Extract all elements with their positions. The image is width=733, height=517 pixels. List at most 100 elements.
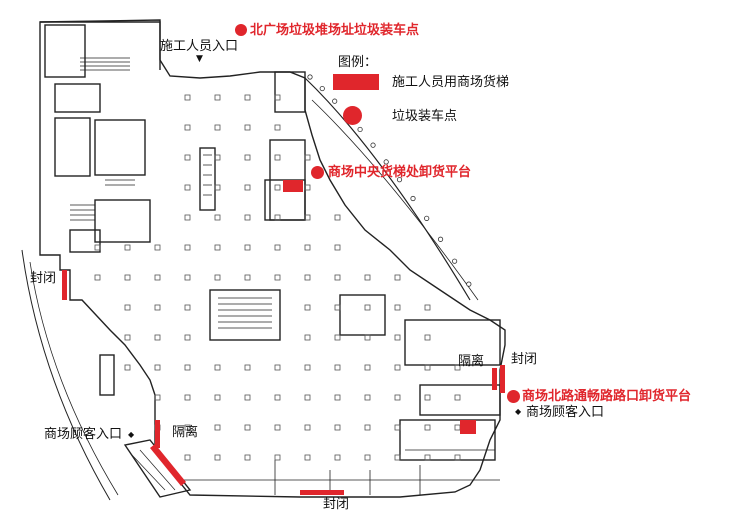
column-marker xyxy=(214,184,221,191)
column-marker xyxy=(304,184,311,191)
legend-garbage-dot xyxy=(343,106,362,125)
column-marker xyxy=(364,424,371,431)
column-marker xyxy=(334,334,341,341)
column-marker xyxy=(304,244,311,251)
column-marker xyxy=(124,274,131,281)
seal-bottom-bar xyxy=(300,490,344,495)
upper-left-block xyxy=(39,19,506,498)
column-marker xyxy=(124,244,131,251)
column-marker xyxy=(214,424,221,431)
seal-right-label: 封闭 xyxy=(511,352,538,367)
facade-post xyxy=(437,236,444,242)
column-marker xyxy=(244,124,251,131)
column-marker xyxy=(244,454,251,461)
seal-bottom-label: 封闭 xyxy=(323,497,350,512)
facade-post xyxy=(466,281,472,287)
facade-post xyxy=(307,74,313,80)
legend-elevator-label: 施工人员用商场货梯 xyxy=(392,75,510,90)
column-marker xyxy=(154,364,161,371)
column-marker xyxy=(184,334,191,341)
facade-post xyxy=(410,195,416,202)
column-marker xyxy=(124,334,131,341)
facade-post xyxy=(357,126,363,133)
column-marker xyxy=(304,454,311,461)
column-marker xyxy=(154,244,161,251)
facade-post xyxy=(452,258,458,264)
central-dock-label: 商场中央货梯处卸货平台 xyxy=(328,165,472,180)
room-f xyxy=(69,229,101,253)
column-marker xyxy=(334,394,341,401)
column-marker xyxy=(154,394,161,401)
column-marker xyxy=(184,214,191,221)
isolate-left-label: 隔离 xyxy=(172,425,199,440)
column-marker xyxy=(214,244,221,251)
column-marker xyxy=(424,334,431,341)
column-marker xyxy=(364,334,371,341)
room-d xyxy=(94,119,146,176)
column-marker xyxy=(304,154,311,161)
column-marker xyxy=(304,394,311,401)
room-right-1 xyxy=(339,294,386,336)
west-arc-outer xyxy=(21,249,111,501)
customer-entrance-left-arrow-icon: ◆ xyxy=(128,430,135,439)
column-marker xyxy=(154,334,161,341)
legend-title: 图例： xyxy=(338,55,378,70)
central-escalator xyxy=(209,289,281,341)
central-dock-dot xyxy=(311,166,324,179)
facade-post xyxy=(424,215,430,221)
column-marker xyxy=(244,244,251,251)
column-marker xyxy=(364,394,371,401)
facade-post xyxy=(319,85,325,92)
legend-garbage-label: 垃圾装车点 xyxy=(392,109,458,124)
column-marker xyxy=(394,394,401,401)
column-marker xyxy=(424,364,431,371)
column-marker xyxy=(454,364,461,371)
column-marker xyxy=(364,454,371,461)
sw-stair-block xyxy=(123,439,192,498)
column-marker xyxy=(244,214,251,221)
column-marker xyxy=(154,274,161,281)
column-marker xyxy=(184,424,191,431)
column-marker xyxy=(214,154,221,161)
column-marker xyxy=(334,454,341,461)
column-marker xyxy=(214,274,221,281)
column-marker xyxy=(334,364,341,371)
column-marker xyxy=(274,214,281,221)
column-marker xyxy=(244,154,251,161)
column-marker xyxy=(244,364,251,371)
column-marker xyxy=(394,454,401,461)
column-marker xyxy=(274,454,281,461)
west-arc-inner xyxy=(29,261,119,496)
column-marker xyxy=(424,394,431,401)
worker-entrance-arrow-icon: ▼ xyxy=(196,54,203,64)
column-marker xyxy=(274,394,281,401)
column-marker xyxy=(274,94,281,101)
column-marker xyxy=(334,214,341,221)
left-wing-block xyxy=(40,21,161,70)
column-marker xyxy=(304,424,311,431)
column-marker xyxy=(394,304,401,311)
column-marker xyxy=(304,304,311,311)
column-marker xyxy=(394,334,401,341)
column-marker xyxy=(424,454,431,461)
column-marker xyxy=(244,424,251,431)
room-c xyxy=(54,117,91,177)
north-garbage-label: 北广场垃圾堆场址垃圾装车点 xyxy=(250,23,420,38)
column-marker xyxy=(184,94,191,101)
column-marker xyxy=(244,94,251,101)
column-marker xyxy=(184,364,191,371)
column-marker xyxy=(244,394,251,401)
column-marker xyxy=(364,304,371,311)
column-marker xyxy=(214,454,221,461)
isolate-diagonal-bar xyxy=(150,444,186,486)
column-marker xyxy=(394,364,401,371)
column-marker xyxy=(154,304,161,311)
north-escalator xyxy=(199,147,216,211)
isolate-left-bar xyxy=(155,420,160,448)
customer-entrance-right-label: 商场顾客入口 xyxy=(526,405,605,420)
elevator-central xyxy=(283,180,303,192)
column-marker xyxy=(214,124,221,131)
room-right-3 xyxy=(419,384,501,416)
column-marker xyxy=(124,364,131,371)
column-marker xyxy=(334,424,341,431)
